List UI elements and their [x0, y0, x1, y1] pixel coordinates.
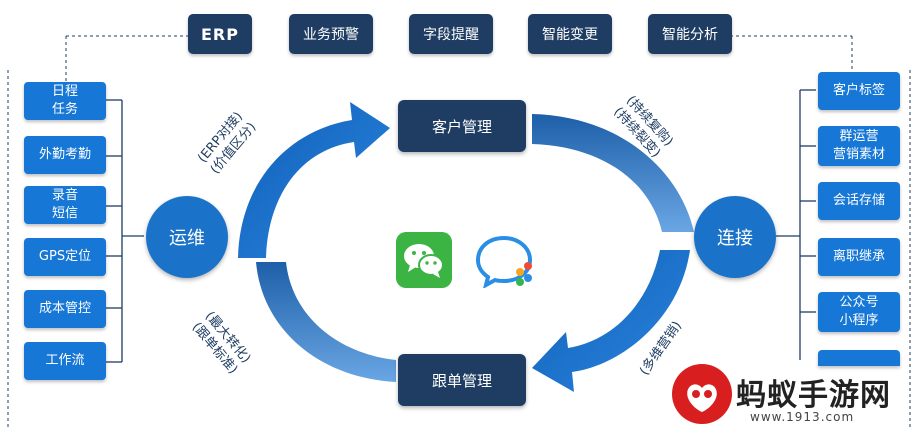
left-item-recording-sms: 录音 短信 — [24, 186, 106, 224]
top-item-smart-change: 智能变更 — [528, 14, 612, 54]
right-item-official-account: 公众号 小程序 — [818, 292, 900, 332]
right-item-session-storage: 会话存储 — [818, 182, 900, 220]
right-item-customer-tags: 客户标签 — [818, 72, 900, 110]
hub-connect: 连接 — [694, 196, 776, 278]
top-item-business-warning: 业务预警 — [289, 14, 373, 54]
left-item-gps: GPS定位 — [24, 238, 106, 276]
wechat-icon — [396, 232, 452, 288]
watermark-url: www.1913.com — [750, 410, 855, 424]
arrow-top-left — [238, 102, 390, 258]
center-customer-management: 客户管理 — [398, 100, 526, 152]
right-item-resignation-inherit: 离职继承 — [818, 238, 900, 276]
right-item-partial — [818, 350, 900, 366]
left-item-cost-control: 成本管控 — [24, 290, 106, 328]
center-order-management: 跟单管理 — [398, 354, 526, 406]
left-item-workflow: 工作流 — [24, 342, 106, 380]
wecom-icon — [476, 235, 533, 288]
hub-operations: 运维 — [146, 196, 228, 278]
left-item-schedule-task: 日程 任务 — [24, 82, 106, 120]
arrow-top-right — [532, 114, 694, 232]
left-item-field-attendance: 外勤考勤 — [24, 136, 106, 174]
top-item-field-reminder: 字段提醒 — [409, 14, 493, 54]
top-item-erp: ERP — [188, 14, 252, 54]
arrow-bottom-left — [256, 262, 396, 382]
left-bracket — [106, 99, 144, 363]
right-bracket — [776, 89, 816, 360]
dashed-frame — [7, 35, 911, 430]
watermark-text: 蚂蚁手游网 — [736, 378, 891, 413]
right-item-group-marketing: 群运营 营销素材 — [818, 126, 900, 166]
arrow-bottom-right — [532, 250, 690, 392]
top-item-smart-analysis: 智能分析 — [648, 14, 732, 54]
watermark-logo-icon — [672, 364, 732, 424]
